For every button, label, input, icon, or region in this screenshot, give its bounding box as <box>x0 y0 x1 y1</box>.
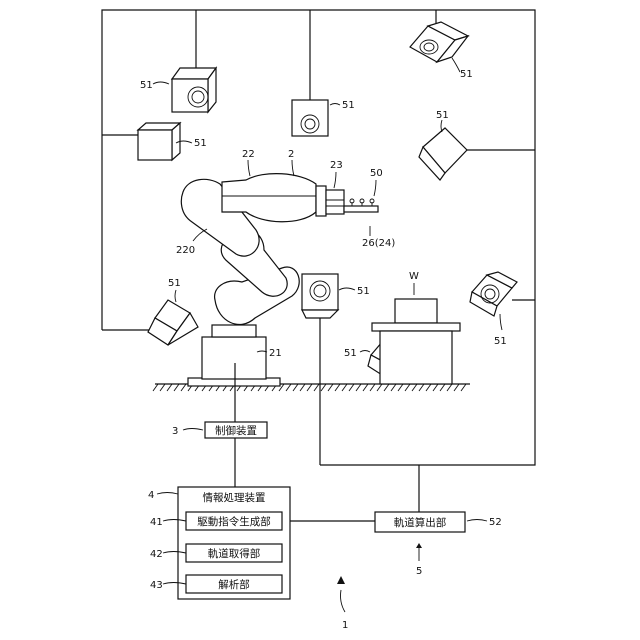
camera-top-right <box>410 22 468 62</box>
label-camera-2: 51 <box>342 100 355 111</box>
label-info-device-num: 4 <box>148 490 154 501</box>
floor-hatch-line <box>377 384 382 391</box>
floor-hatch-line <box>405 384 410 391</box>
floor-hatch-line <box>174 384 179 391</box>
floor-hatch-line <box>461 384 466 391</box>
floor-hatch-line <box>412 384 417 391</box>
floor-hatch-line <box>160 384 165 391</box>
floor-hatch-line <box>363 384 368 391</box>
floor-hatch-line <box>440 384 445 391</box>
floor-hatch-line <box>426 384 431 391</box>
traj-calc-label: 軌道算出部 <box>394 516 447 529</box>
camera-top-center <box>292 100 328 136</box>
floor-hatch-line <box>356 384 361 391</box>
floor-hatch-line <box>433 384 438 391</box>
floor-hatch-line <box>328 384 333 391</box>
drive-gen-label: 駆動指令生成部 <box>197 515 271 528</box>
label-robot: 2 <box>288 149 294 160</box>
camera-bottom-left <box>148 300 198 345</box>
work-table <box>372 299 460 384</box>
floor-hatch-line <box>314 384 319 391</box>
floor-hatch-line <box>286 384 291 391</box>
floor-hatch-line <box>181 384 186 391</box>
floor-hatch-line <box>454 384 459 391</box>
floor-hatch-line <box>391 384 396 391</box>
label-camera-4: 51 <box>194 138 207 149</box>
label-traj-calc-num: 52 <box>489 517 502 528</box>
floor-hatch-line <box>167 384 172 391</box>
label-analysis-num: 43 <box>150 580 163 591</box>
label-arm: 22 <box>242 149 255 160</box>
label-tool-flange: 23 <box>330 160 343 171</box>
floor-hatch-line <box>293 384 298 391</box>
label-traj-calc-device-num: 5 <box>416 566 422 577</box>
label-camera-1: 51 <box>140 80 153 91</box>
floor-hatch-line <box>321 384 326 391</box>
floor-hatch-line <box>342 384 347 391</box>
controller-label: 制御装置 <box>215 424 257 437</box>
label-drive-gen-num: 41 <box>150 517 163 528</box>
floor-hatch-line <box>349 384 354 391</box>
floor-hatch-line <box>447 384 452 391</box>
label-end-effector: 26(24) <box>362 238 395 249</box>
label-gripper: 50 <box>370 168 383 179</box>
camera-right <box>419 128 467 180</box>
camera-wiring <box>102 10 535 518</box>
floor-hatch-line <box>300 384 305 391</box>
camera-top-left <box>172 68 216 112</box>
label-base-joint: 21 <box>269 348 282 359</box>
label-controller-num: 3 <box>172 426 178 437</box>
floor-hatch-line <box>419 384 424 391</box>
floor-hatch-line <box>307 384 312 391</box>
floor-hatch-line <box>153 384 158 391</box>
floor-hatch-line <box>384 384 389 391</box>
label-camera-9: 51 <box>344 348 357 359</box>
camera-left <box>138 123 180 160</box>
label-traj-acq-num: 42 <box>150 549 163 560</box>
label-camera-8: 51 <box>494 336 507 347</box>
label-camera-7: 51 <box>357 286 370 297</box>
label-camera-3: 51 <box>460 69 473 80</box>
label-workpiece: W <box>409 271 419 282</box>
label-system-num: 1 <box>342 620 348 631</box>
label-camera-5: 51 <box>436 110 449 121</box>
floor-hatch-line <box>398 384 403 391</box>
floor-hatch-line <box>370 384 375 391</box>
traj-acq-label: 軌道取得部 <box>208 547 261 560</box>
camera-far-right <box>470 272 517 316</box>
analysis-label: 解析部 <box>218 578 250 591</box>
info-device-label: 情報処理装置 <box>203 491 266 504</box>
label-camera-6: 51 <box>168 278 181 289</box>
label-arm-link: 220 <box>176 245 195 256</box>
camera-center <box>302 274 338 318</box>
floor-hatch-line <box>335 384 340 391</box>
